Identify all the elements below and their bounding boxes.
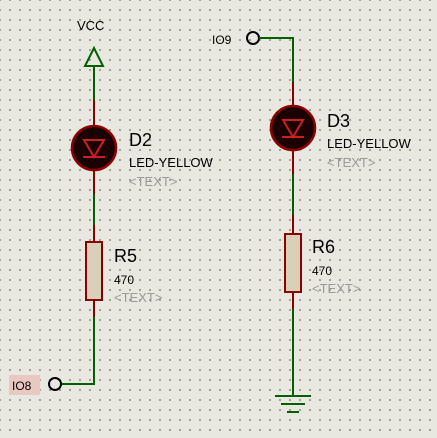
r6-value-label: 470 (312, 264, 332, 278)
r6-text-placeholder: <TEXT> (312, 281, 360, 296)
io9-d3-wire (259, 37, 294, 83)
d2-text-placeholder: <TEXT> (129, 174, 177, 189)
r5-body (85, 241, 103, 301)
d2-diode-icon (82, 139, 106, 159)
r5-ref-label: R5 (114, 246, 137, 266)
resistor-r5[interactable] (85, 225, 103, 318)
vcc-power-terminal[interactable] (83, 45, 105, 101)
d3-text-placeholder: <TEXT> (327, 155, 375, 170)
d3-body (269, 104, 317, 152)
io8-label-highlight (9, 375, 40, 395)
d3-diode-icon (281, 119, 305, 139)
io8-label: IO8 (12, 379, 32, 393)
r5-text-placeholder: <TEXT> (114, 290, 162, 305)
io8-terminal[interactable] (9, 375, 62, 395)
io9-terminal-icon (246, 31, 260, 45)
vcc-label: VCC (77, 18, 104, 33)
r6-ref-label: R6 (312, 237, 335, 257)
d3-value-label: LED-YELLOW (327, 136, 412, 151)
d3-ref-label: D3 (327, 111, 350, 131)
d2-body (70, 124, 118, 172)
vcc-arrow-icon (83, 45, 105, 67)
r5-io8-wire (61, 317, 95, 385)
d2-value-label: LED-YELLOW (129, 155, 214, 170)
io9-terminal[interactable] (246, 31, 260, 45)
resistor-r6[interactable] (284, 215, 302, 310)
ground-terminal[interactable] (275, 395, 311, 413)
io9-label: IO9 (212, 33, 232, 47)
r5-value-label: 470 (114, 273, 134, 287)
io8-terminal-icon (48, 377, 62, 391)
d2-ref-label: D2 (129, 130, 152, 150)
r6-body (284, 233, 302, 293)
led-d2[interactable] (70, 100, 118, 195)
led-d3[interactable] (269, 82, 317, 175)
